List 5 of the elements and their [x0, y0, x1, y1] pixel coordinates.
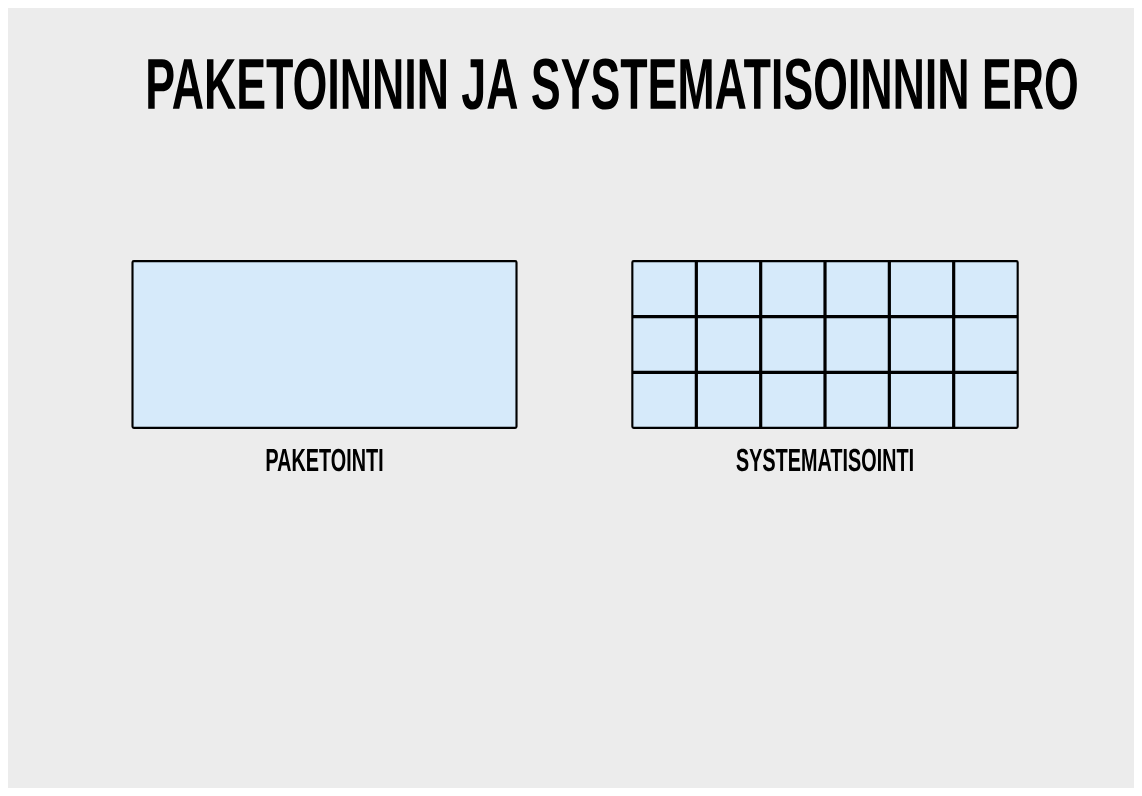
box	[131, 260, 518, 429]
title: PAKETOINNIN JA SYSTEMATISOINNIN ERO	[148, 58, 1077, 110]
node-label: PAKETOINTI	[266, 448, 383, 472]
grid-box	[631, 260, 1019, 429]
node-label: SYSTEMATISOINTI	[736, 448, 913, 472]
